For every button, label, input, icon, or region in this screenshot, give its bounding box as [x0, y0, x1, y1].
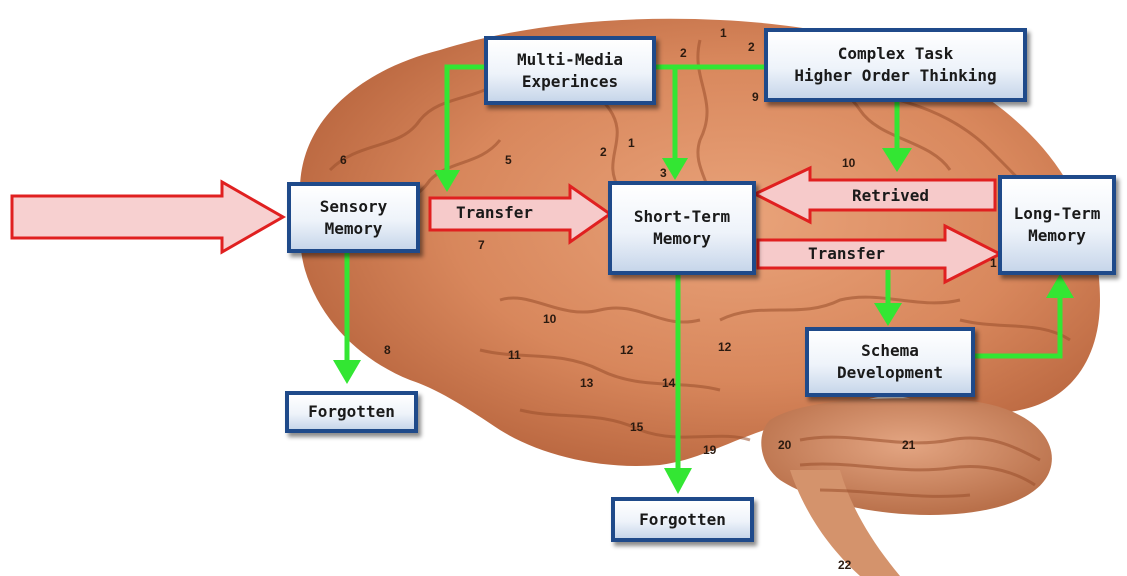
brain-region-number: 9 [752, 90, 759, 104]
forgotten-center-box: Forgotten [611, 497, 754, 542]
brain-region-number: 15 [630, 420, 643, 434]
brain-region-number: 12 [718, 340, 731, 354]
brain-region-number: 6 [340, 153, 347, 167]
brain-region-number: 2 [748, 40, 755, 54]
brain-region-number: 8 [384, 343, 391, 357]
transfer-label-1: Transfer [456, 203, 533, 222]
brain-region-number: 11 [508, 348, 521, 362]
retrived-label: Retrived [852, 186, 929, 205]
brain-region-number: 20 [778, 438, 791, 452]
long-term-memory-box: Long-Term Memory [998, 175, 1116, 275]
brain-region-number: 10 [543, 312, 556, 326]
short-term-memory-box: Short-Term Memory [608, 181, 756, 275]
brain-region-number: 14 [662, 376, 675, 390]
multi-media-box: Multi-Media Experinces [484, 36, 656, 105]
brain-region-number: 19 [703, 443, 716, 457]
brain-region-number: 13 [580, 376, 593, 390]
brain-region-number: 22 [838, 558, 851, 572]
brain-region-number: 10 [842, 156, 855, 170]
brain-region-number: 12 [620, 343, 633, 357]
input-arrow [12, 182, 283, 252]
brain-region-number: 2 [680, 46, 687, 60]
brain-region-number: 21 [902, 438, 915, 452]
brain-region-number: 7 [478, 238, 485, 252]
forgotten-left-box: Forgotten [285, 391, 418, 433]
brain-region-number: 1 [720, 26, 727, 40]
sensory-memory-box: Sensory Memory [287, 182, 420, 253]
brain-region-number: 3 [660, 166, 667, 180]
brain-region-number: 2 [600, 145, 607, 159]
transfer-label-2: Transfer [808, 244, 885, 263]
brain-region-number: 1 [990, 256, 997, 270]
complex-task-box: Complex Task Higher Order Thinking [764, 28, 1027, 102]
schema-development-box: Schema Development [805, 327, 975, 397]
brain-region-number: 5 [505, 153, 512, 167]
brain-region-number: 1 [628, 136, 635, 150]
